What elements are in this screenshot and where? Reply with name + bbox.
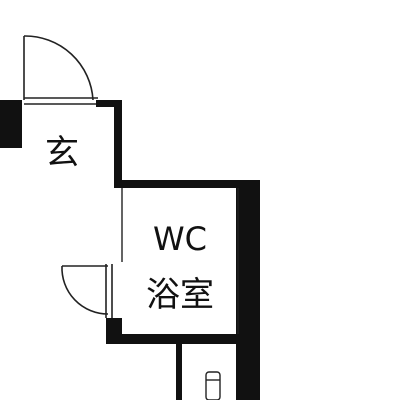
bath-door <box>61 264 113 318</box>
wc-label: WC <box>153 220 207 258</box>
wall-corridor-left <box>176 344 182 400</box>
walls <box>0 100 260 400</box>
wall-left-thin <box>14 100 22 148</box>
bath-label: 浴室 <box>146 275 214 315</box>
entrance-label: 玄 <box>45 133 79 173</box>
wall-left-stub <box>0 100 16 148</box>
wall-entrance-right <box>114 100 122 188</box>
wall-bath-right <box>236 180 260 400</box>
wall-bath-top <box>114 180 260 188</box>
wall-entrance-top <box>96 100 122 107</box>
corridor-fixture <box>205 371 221 400</box>
bath-inner-lines <box>121 188 239 334</box>
wall-bath-bottom <box>106 334 260 344</box>
entrance-door <box>23 35 98 105</box>
